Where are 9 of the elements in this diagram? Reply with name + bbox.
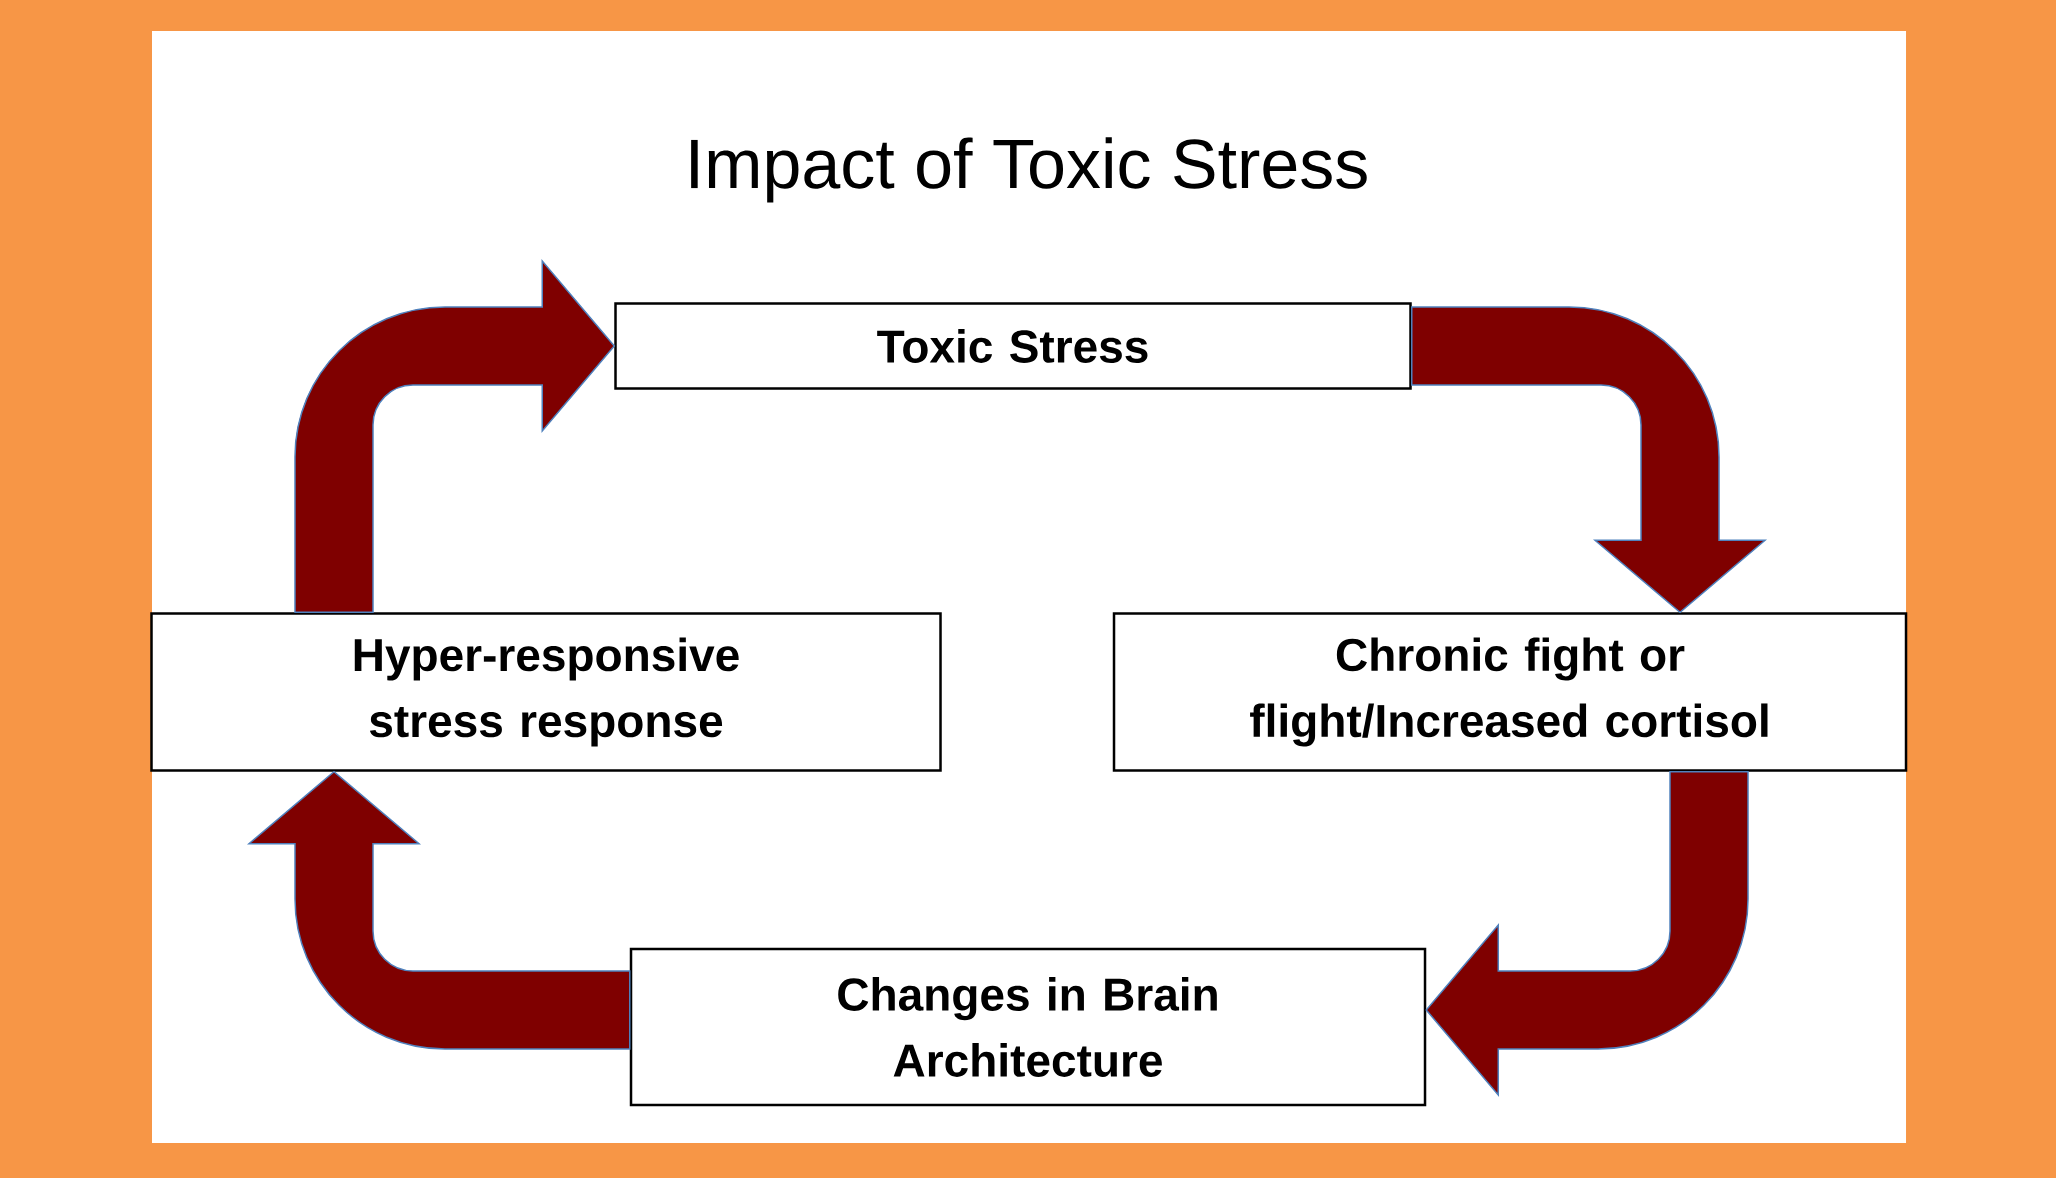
block-arrow xyxy=(1425,771,1749,1096)
process-box: Toxic Stress xyxy=(614,302,1412,390)
block-arrow xyxy=(1411,306,1766,613)
block-arrow xyxy=(248,771,631,1050)
process-box: Chronic fight or flight/Increased cortisol xyxy=(1112,612,1908,772)
title: Impact of Toxic Stress xyxy=(691,137,1367,203)
block-arrow xyxy=(294,260,615,613)
process-box: Changes in Brain Architecture xyxy=(629,947,1427,1107)
process-box: Hyper-responsive stress response xyxy=(150,612,942,772)
